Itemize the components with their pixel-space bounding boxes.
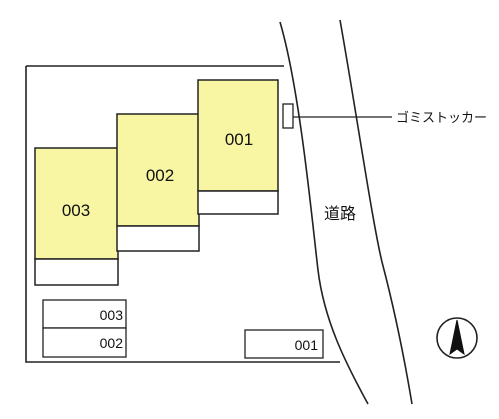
unit-label-003: 003 — [62, 201, 90, 220]
balcony-001 — [197, 190, 279, 215]
balcony-002 — [116, 225, 200, 252]
building-001 — [197, 79, 279, 192]
parking-label-003: 003 — [100, 307, 124, 323]
road-label: 道路 — [324, 205, 356, 223]
parking-slot-001 — [244, 329, 324, 359]
road-edge-left — [279, 21, 369, 405]
property-boundary — [25, 65, 340, 363]
parking-slot-002 — [42, 327, 127, 358]
garbage-label: ゴミストッカー — [396, 110, 487, 125]
road-edge-right — [339, 19, 413, 405]
unit-label-001: 001 — [225, 130, 253, 149]
unit-label-002: 002 — [146, 166, 174, 185]
building-003 — [34, 147, 119, 260]
balcony-003 — [34, 258, 119, 286]
parking-label-001: 001 — [295, 337, 319, 353]
garbage-stocker — [282, 103, 294, 129]
parking-slot-003 — [42, 299, 127, 329]
parking-label-002: 002 — [100, 335, 124, 351]
north-arrow-icon — [436, 317, 478, 359]
